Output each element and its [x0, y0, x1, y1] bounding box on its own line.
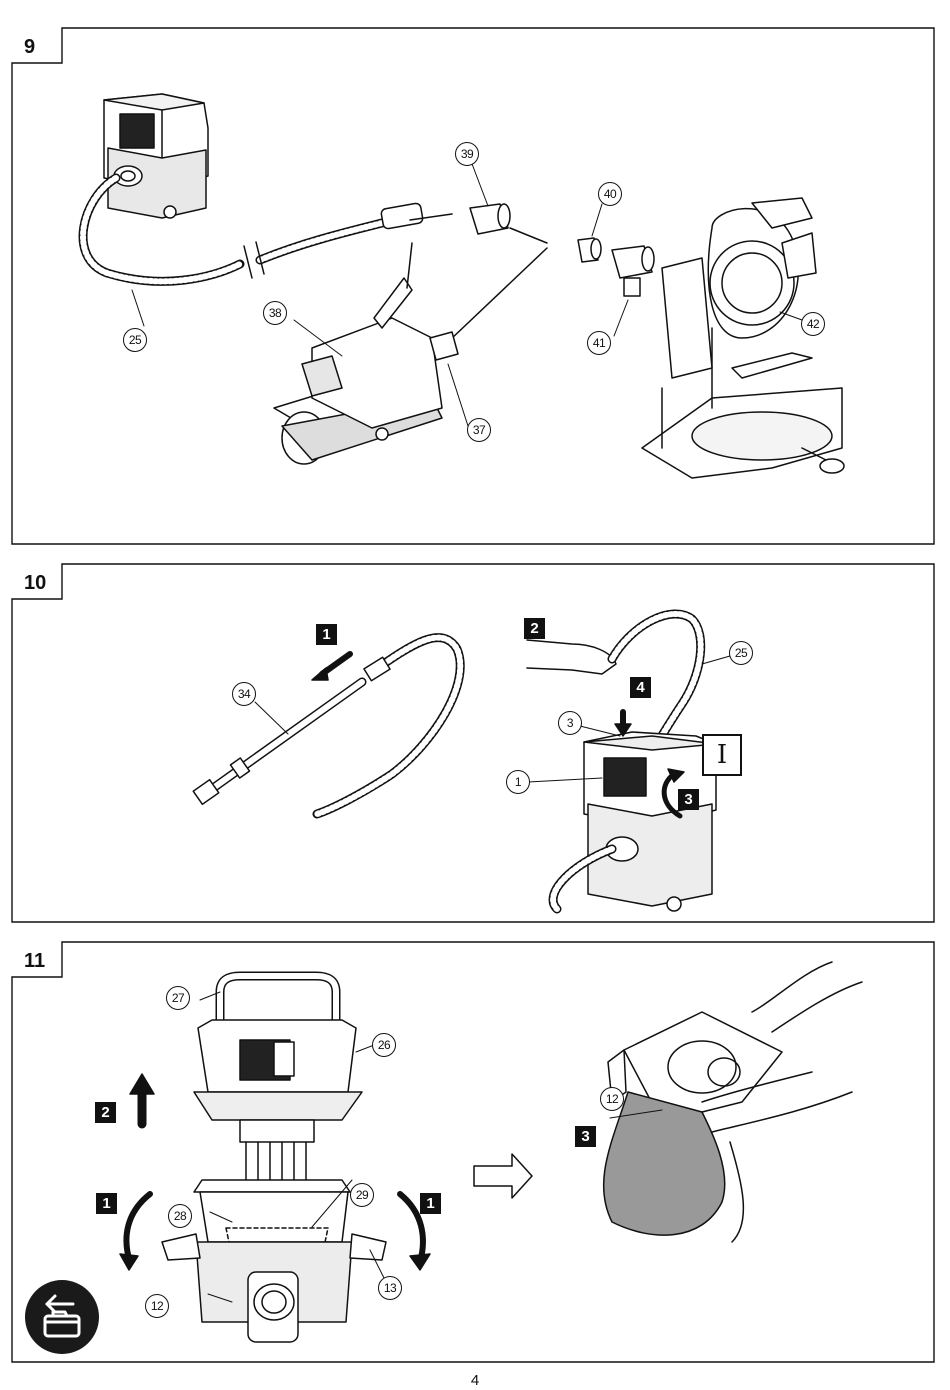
callout-27: 27: [166, 986, 190, 1010]
figure-11-illustration: [119, 961, 863, 1343]
back-button[interactable]: [25, 1280, 99, 1354]
hose-drawing: [78, 173, 424, 286]
callout-12: 12: [600, 1087, 624, 1111]
figure-11-panel: 11: [11, 941, 935, 1363]
step-1-marker: 1: [316, 624, 337, 645]
figure-number: 11: [24, 950, 46, 972]
figure-10-panel: 10: [11, 563, 935, 923]
step-1-marker: 1: [420, 1193, 441, 1214]
motor-head-drawing: [193, 971, 363, 1188]
callout-40: 40: [598, 182, 622, 206]
figure-number: 10: [24, 572, 47, 594]
figure-frame: [11, 563, 935, 923]
figure-9-panel: 9: [11, 27, 935, 545]
extension-wand-drawing: [192, 633, 465, 819]
tank-drawing: [161, 1179, 387, 1343]
miter-saw-drawing: [641, 197, 845, 479]
figure-number: 9: [24, 36, 36, 58]
callout-39: 39: [455, 142, 479, 166]
back-arrow-icon: [43, 1294, 81, 1338]
figure-frame: [11, 941, 935, 1363]
step-2-marker: 2: [95, 1102, 116, 1123]
callout-25: 25: [123, 328, 147, 352]
callout-12: 12: [145, 1294, 169, 1318]
callout-34: 34: [232, 682, 256, 706]
figure-9-illustration: [78, 93, 845, 479]
callout-28: 28: [168, 1204, 192, 1228]
callout-41: 41: [587, 331, 611, 355]
callout-13: 13: [378, 1276, 402, 1300]
callout-29: 29: [350, 1183, 374, 1207]
callout-3: 3: [558, 711, 582, 735]
callout-1: 1: [506, 770, 530, 794]
step-4-marker: 4: [630, 677, 651, 698]
belt-sander-drawing: [273, 242, 459, 465]
page-number: 4: [470, 1372, 480, 1389]
step-3-marker: 3: [575, 1126, 596, 1147]
step-2-marker: 2: [524, 618, 545, 639]
figure-10-illustration: [192, 609, 738, 914]
vacuum-cleaner-drawing: [103, 93, 209, 219]
callout-38: 38: [263, 301, 287, 325]
callout-42: 42: [801, 312, 825, 336]
callout-37: 37: [467, 418, 491, 442]
figure-frame: [11, 27, 935, 545]
step-1-marker: 1: [96, 1193, 117, 1214]
bag-removal-drawing: [602, 961, 863, 1243]
step-3-marker: 3: [678, 789, 699, 810]
adapters-drawing: [409, 203, 655, 341]
callout-26: 26: [372, 1033, 396, 1057]
callout-25: 25: [729, 641, 753, 665]
switch-position-indicator: I: [702, 734, 742, 776]
